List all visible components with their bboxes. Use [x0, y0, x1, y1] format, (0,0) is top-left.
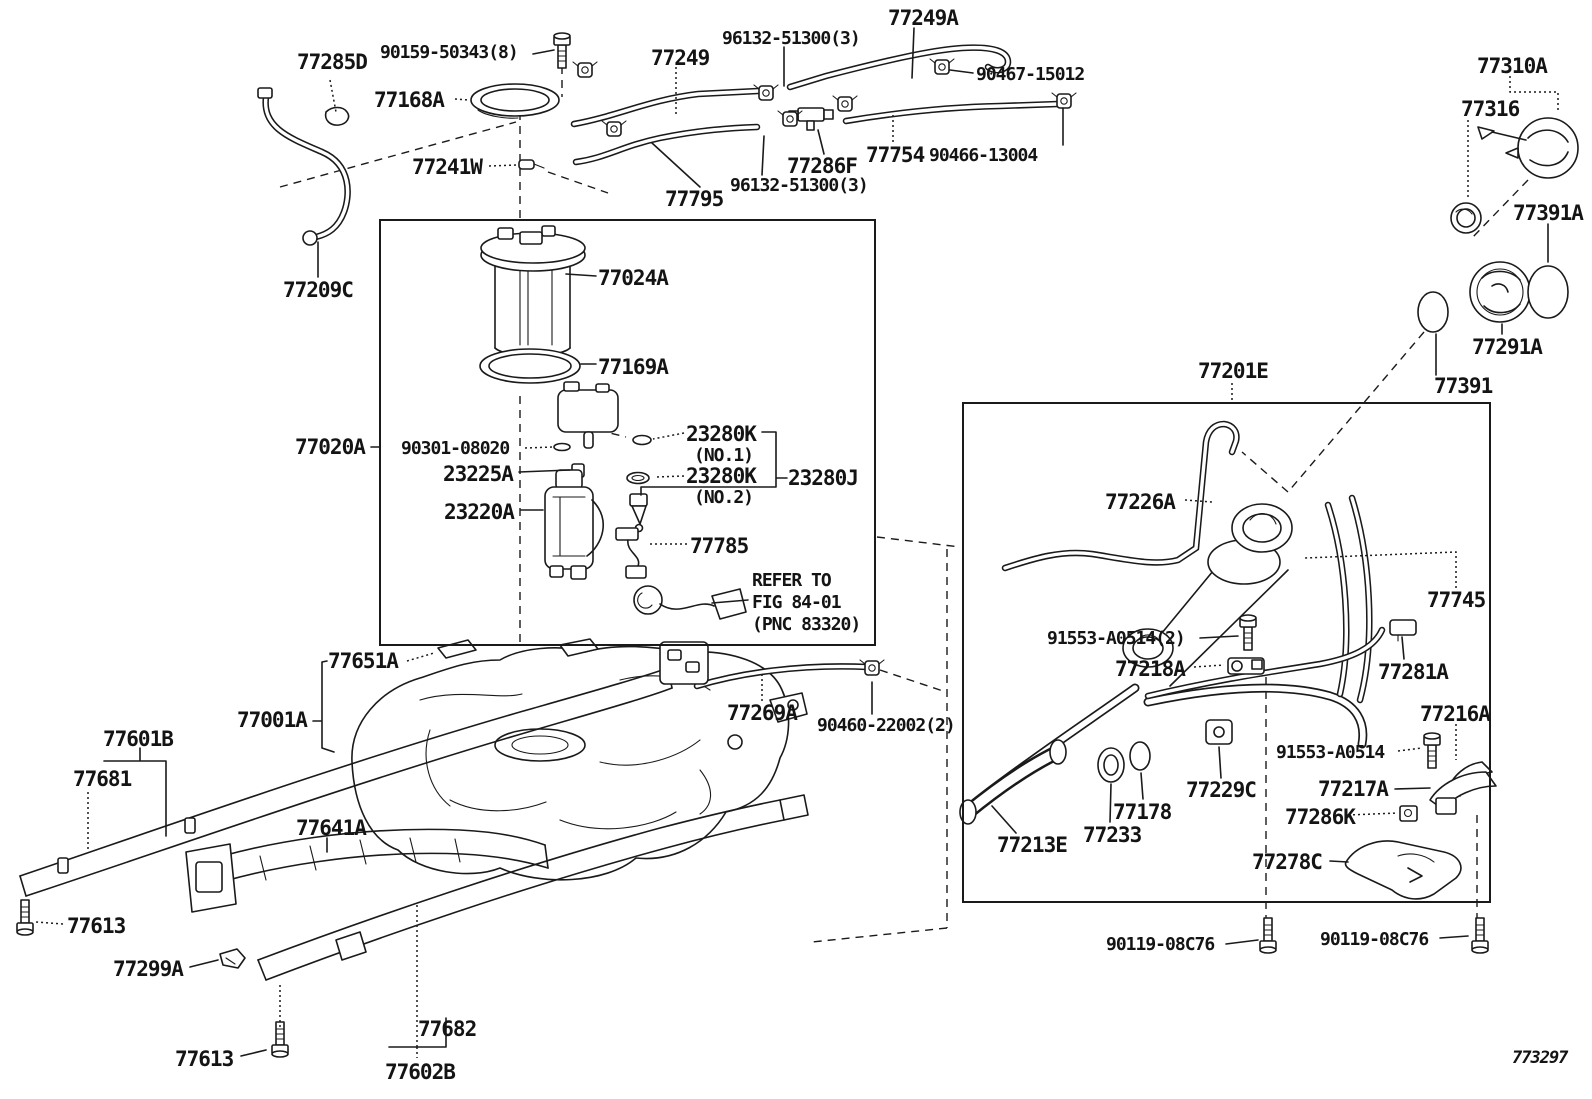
part-label-77281A-39: 77281A: [1378, 660, 1449, 684]
part-label-77391-18: 77391: [1434, 374, 1493, 398]
part-label-77217A-43: 77217A: [1318, 777, 1389, 801]
part-label-77795-12: 77795: [665, 187, 724, 211]
part-label-9030108020-22: 90301-08020: [401, 438, 510, 459]
part-label-9011908C76-50: 90119-08C76: [1320, 929, 1429, 950]
part-label-77651A-51: 77651A: [328, 649, 399, 673]
clip-77299a: [219, 948, 246, 969]
part-label-77218A-38: 77218A: [1115, 657, 1186, 681]
part-label-77602B-61: 77602B: [385, 1060, 456, 1084]
part-label-91553A0514-41: 91553-A0514: [1276, 742, 1385, 763]
part-label-PNC83320-33: (PNC 83320): [752, 614, 861, 635]
filler-pipe-box: [962, 402, 1491, 903]
clip-77285d: [324, 106, 350, 126]
part-label-77249-5: 77249: [651, 46, 710, 70]
hose-clamp-icon: [929, 58, 955, 75]
part-label-77641A-59: 77641A: [296, 816, 367, 840]
part-label-77209C-4: 77209C: [283, 278, 354, 302]
part-label-77285D-0: 77285D: [297, 50, 368, 74]
part-label-77613-62: 77613: [175, 1047, 234, 1071]
part-label-773297-63: 773297: [1512, 1048, 1568, 1068]
part-label-77233-46: 77233: [1083, 823, 1142, 847]
part-label-96132513003-13: 96132-51300(3): [730, 175, 869, 196]
part-label-77169A-20: 77169A: [598, 355, 669, 379]
vent-hoses: [570, 44, 1062, 166]
pump-module-box: [379, 219, 876, 646]
part-label-FIG8401-32: FIG 84-01: [752, 592, 842, 613]
part-label-77001A-52: 77001A: [237, 708, 308, 732]
part-label-77601B-55: 77601B: [103, 727, 174, 751]
construction-dashes: [279, 66, 1529, 943]
part-label-NO2-27: (NO.2): [694, 487, 754, 508]
part-label-77785-30: 77785: [690, 534, 749, 558]
bolt-90119-icon: [1259, 917, 1277, 954]
part-label-NO1-25: (NO.1): [694, 445, 754, 466]
tank-band-77601b: [19, 641, 709, 897]
hose-clamp-icon: [832, 95, 858, 112]
part-label-77286F-9: 77286F: [787, 154, 858, 178]
part-label-77316-15: 77316: [1461, 97, 1520, 121]
part-label-77168A-2: 77168A: [374, 88, 445, 112]
bolt-77613-icon: [16, 899, 34, 936]
part-label-77249A-7: 77249A: [888, 6, 959, 30]
part-label-77229C-42: 77229C: [1186, 778, 1257, 802]
bolt-91553-icon: [1239, 614, 1257, 651]
part-label-77682-60: 77682: [418, 1017, 477, 1041]
part-label-9046715012-8: 90467-15012: [976, 64, 1085, 85]
fuel-cap-assembly: [1417, 117, 1579, 333]
part-label-77178-45: 77178: [1113, 800, 1172, 824]
leader-lines: [35, 27, 1559, 1058]
part-label-96132513003-6: 96132-51300(3): [722, 28, 861, 49]
bolt-77613-icon: [271, 1021, 289, 1058]
part-label-77310A-14: 77310A: [1477, 54, 1548, 78]
part-label-77278C-48: 77278C: [1252, 850, 1323, 874]
part-label-77754-10: 77754: [866, 143, 925, 167]
bolt-91553-icon: [1423, 732, 1441, 769]
filler-pipe-assembly: [959, 420, 1497, 900]
hose-77269a: [693, 663, 872, 690]
part-label-77291A-17: 77291A: [1472, 335, 1543, 359]
part-label-77286K-44: 77286K: [1285, 805, 1356, 829]
part-label-77216A-40: 77216A: [1420, 702, 1491, 726]
part-label-77613-57: 77613: [67, 914, 126, 938]
part-label-23280K-24: 23280K: [686, 422, 757, 446]
tank-protector-77641a: [185, 828, 549, 913]
part-label-77745-36: 77745: [1427, 588, 1486, 612]
part-label-77269A-53: 77269A: [727, 701, 798, 725]
part-label-9046613004-11: 90466-13004: [929, 145, 1038, 166]
tube-77209c: [257, 87, 351, 246]
part-label-77299A-58: 77299A: [113, 957, 184, 981]
fuel-tank: [351, 638, 808, 881]
part-label-9011908C76-49: 90119-08C76: [1106, 934, 1215, 955]
part-label-90159503438-1: 90159-50343(8): [380, 42, 519, 63]
part-label-77201E-34: 77201E: [1198, 359, 1269, 383]
part-label-91553A05142-37: 91553-A0514(2): [1047, 628, 1186, 649]
part-label-23280K-26: 23280K: [686, 464, 757, 488]
part-label-23220A-29: 23220A: [444, 500, 515, 524]
gasket-77168a: [470, 83, 560, 119]
tank-band-77602b: [257, 794, 809, 981]
part-label-90460220022-54: 90460-22002(2): [817, 715, 956, 736]
part-label-23280J-28: 23280J: [788, 466, 859, 490]
part-label-REFERTO-31: REFER TO: [752, 570, 832, 591]
part-label-77391A-16: 77391A: [1513, 201, 1584, 225]
part-label-77681-56: 77681: [73, 767, 132, 791]
pump-module: [479, 225, 747, 620]
part-label-77213E-47: 77213E: [997, 833, 1068, 857]
part-label-23225A-23: 23225A: [443, 462, 514, 486]
part-label-77241W-3: 77241W: [412, 155, 483, 179]
part-label-77020A-21: 77020A: [295, 435, 366, 459]
bolt-90159-icon: [553, 32, 571, 69]
hose-clamp-icon: [572, 61, 598, 78]
part-label-77226A-35: 77226A: [1105, 490, 1176, 514]
part-label-77024A-19: 77024A: [598, 266, 669, 290]
bolt-90119-icon: [1471, 917, 1489, 954]
clip-77241w: [518, 159, 545, 170]
hose-clamp-icon: [601, 120, 627, 137]
